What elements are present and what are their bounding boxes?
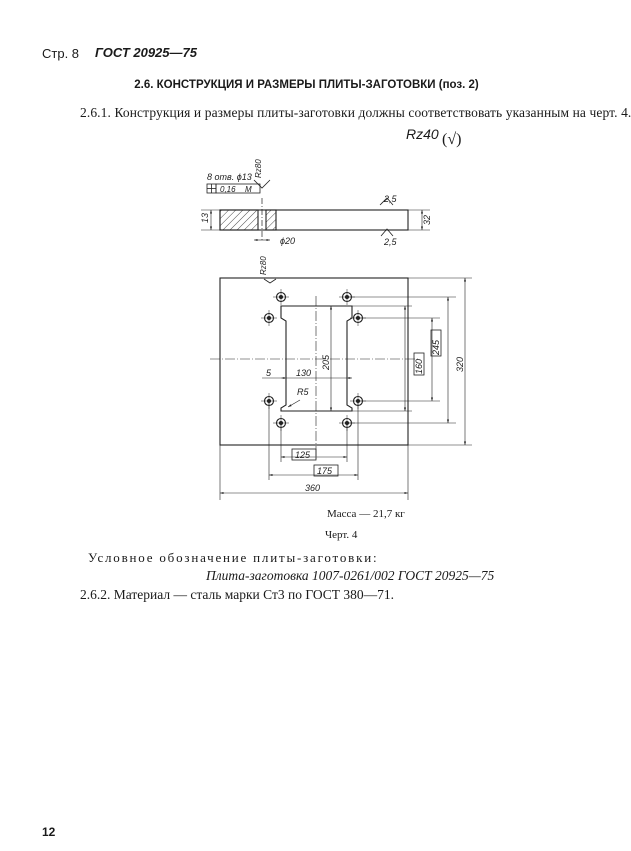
dim-320: 320 [455, 357, 465, 372]
figure-caption: Черт. 4 [325, 529, 358, 541]
gost-number: ГОСТ 20925—75 [95, 45, 197, 60]
plan-view [210, 277, 472, 500]
rz-left: Rz80 [259, 256, 268, 275]
designation-label: Условное обозначение плиты-заготовки: [88, 550, 379, 565]
dim-130: 130 [296, 368, 311, 378]
holes-note: 8 отв. ϕ13 [207, 172, 252, 182]
page-label: Стр. 8 [42, 46, 80, 61]
dim-360: 360 [305, 483, 320, 493]
page-number: 12 [42, 825, 56, 839]
roughness-symbol: (√) [442, 131, 462, 148]
dim-32: 32 [422, 215, 432, 225]
dim-r5: R5 [297, 387, 309, 397]
mass-note: Масса — 21,7 кг [327, 508, 405, 520]
designation-value: Плита-заготовка 1007-0261/002 ГОСТ 20925… [206, 568, 495, 583]
paragraph-2-6-2: 2.6.2. Материал — сталь марки Ст3 по ГОС… [80, 587, 394, 602]
dim-245: 245 [431, 339, 441, 356]
dim-13: 13 [200, 213, 210, 223]
chamfer-bottom: 2,5 [383, 237, 398, 247]
dim-20: ϕ20 [280, 236, 295, 246]
roughness-label: Rz40 [406, 126, 439, 142]
position-tolerance: 0,16 [220, 185, 236, 194]
section-title: 2.6. КОНСТРУКЦИЯ И РАЗМЕРЫ ПЛИТЫ-ЗАГОТОВ… [134, 79, 479, 91]
holes [261, 289, 366, 431]
dimension-lines [219, 277, 472, 500]
dim-175: 175 [317, 466, 333, 476]
rz-top: Rz80 [254, 159, 263, 178]
dim-125: 125 [295, 450, 311, 460]
chamfer-top: 2,5 [383, 194, 398, 204]
technical-drawing: 8 отв. ϕ13 0,16 M Rz80 13 ϕ20 32 2,5 2,5 [200, 159, 472, 500]
paragraph-2-6-1: 2.6.1. Конструкция и размеры плиты-загот… [80, 105, 631, 120]
tolerance-modifier: M [245, 185, 252, 194]
dim-160: 160 [414, 359, 424, 374]
dim-205: 205 [321, 354, 331, 371]
dim-5: 5 [266, 368, 272, 378]
side-view [201, 179, 430, 242]
